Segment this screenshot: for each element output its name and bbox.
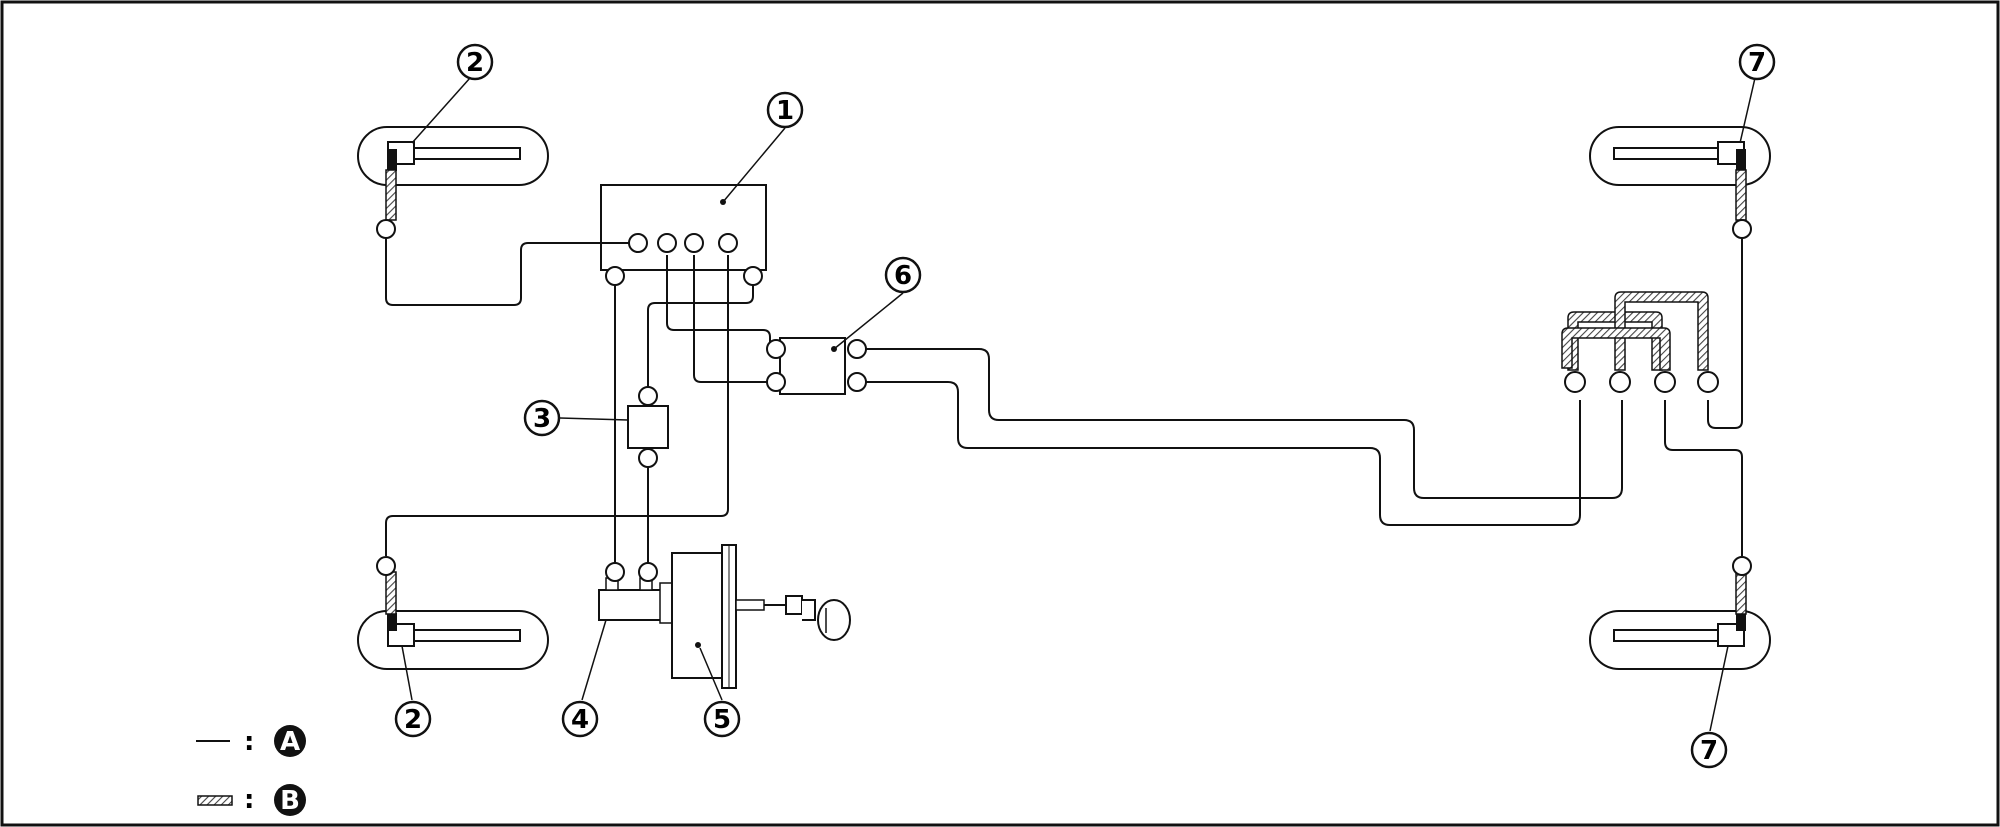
- callout-1: 1: [766, 91, 804, 129]
- joints: [376, 219, 1752, 582]
- wheel-front-left-top: [357, 126, 549, 186]
- hose-rear-right-top: [1735, 169, 1747, 221]
- wheel-rear-right-bottom: [1589, 610, 1771, 670]
- callout-4: 4: [561, 700, 599, 738]
- callout-2-bottom: 2: [394, 700, 432, 738]
- svg-text:1: 1: [776, 96, 794, 126]
- svg-text:2: 2: [466, 48, 484, 78]
- leader-lines: [401, 77, 1756, 732]
- hose-front-left-bottom: [385, 571, 397, 615]
- svg-text:2: 2: [404, 705, 422, 735]
- callout-5: 5: [703, 700, 741, 738]
- svg-text:4: 4: [571, 705, 589, 735]
- component-5-brake-booster: [671, 552, 723, 679]
- wheel-rear-right-top: [1589, 126, 1771, 186]
- component-1-abs-actuator: [600, 184, 767, 271]
- hose-rear-right-bottom: [1735, 571, 1747, 615]
- svg-text:B: B: [280, 786, 300, 816]
- svg-text:7: 7: [1748, 48, 1766, 78]
- brake-lines: [385, 225, 1743, 566]
- legend-item-hatched: : B: [197, 784, 306, 816]
- legend-item-line: : A: [196, 725, 306, 757]
- component-4-master-cylinder: [598, 589, 662, 621]
- legend: : A : B: [196, 725, 306, 816]
- svg-text::: :: [244, 727, 254, 757]
- callout-7-top: 7: [1738, 43, 1776, 81]
- callout-6: 6: [884, 256, 922, 294]
- callout-7-bottom: 7: [1690, 731, 1728, 769]
- callout-3: 3: [523, 399, 561, 437]
- svg-text:A: A: [280, 727, 300, 757]
- svg-text:6: 6: [894, 261, 912, 291]
- svg-text:7: 7: [1700, 736, 1718, 766]
- svg-text:3: 3: [533, 404, 551, 434]
- callout-2-top: 2: [456, 43, 494, 81]
- svg-text::: :: [244, 785, 254, 815]
- brake-pedal-clevis: [785, 595, 851, 641]
- hose-front-left-top: [385, 169, 397, 221]
- svg-text:5: 5: [713, 705, 731, 735]
- wheel-front-left-bottom: [357, 610, 549, 670]
- component-5-marker: [695, 642, 701, 648]
- hose-rear-axle: [1561, 291, 1709, 371]
- component-3-valve: [627, 405, 669, 449]
